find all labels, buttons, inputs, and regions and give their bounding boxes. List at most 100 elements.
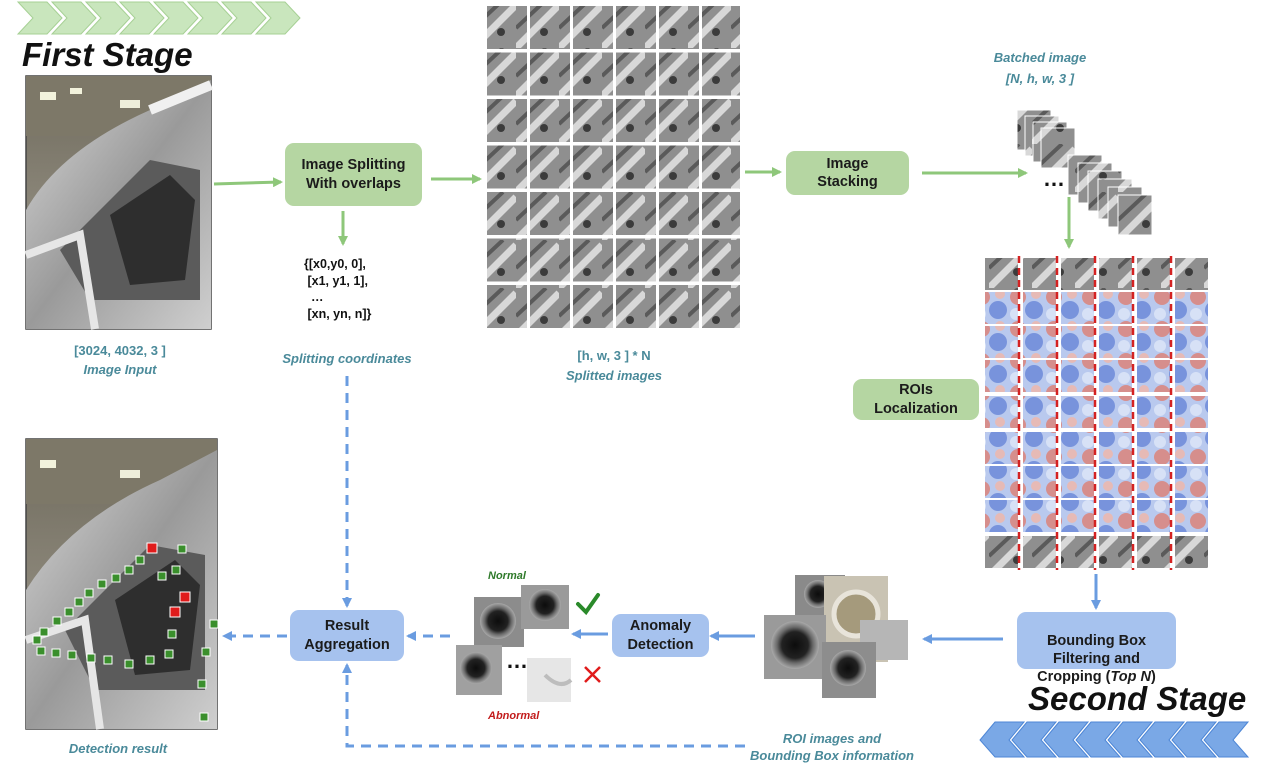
split-tile bbox=[616, 145, 656, 189]
roi-photo-tile bbox=[1099, 536, 1132, 568]
roi-photo-tile bbox=[1023, 258, 1056, 290]
split-tile bbox=[487, 99, 527, 142]
roi-heatmap-tile bbox=[1061, 326, 1094, 358]
split-tile bbox=[659, 192, 699, 235]
roi-photo-tile bbox=[1023, 536, 1056, 568]
roi-heatmap-tile bbox=[1023, 396, 1056, 428]
roi-heatmap-tile bbox=[1099, 326, 1132, 358]
roi-heatmap-tile bbox=[1175, 466, 1208, 498]
roi-heatmap-tile bbox=[1137, 360, 1170, 392]
bbox-topn-label: Top N bbox=[1110, 669, 1151, 686]
split-tile bbox=[530, 6, 570, 49]
bbox-label: Bounding Box Filtering and Cropping ( bbox=[1037, 633, 1147, 686]
detection-markers bbox=[32, 542, 219, 722]
split-tile bbox=[530, 285, 570, 328]
dashed-arrows bbox=[222, 376, 745, 748]
split-tile bbox=[659, 285, 699, 328]
batched-dims-label: [N, h, w, 3 ] bbox=[1005, 71, 1075, 86]
roi-heatmap-tile bbox=[1137, 500, 1170, 532]
roi-heatmap-tile bbox=[1099, 500, 1132, 532]
roi-heatmap-tile bbox=[1023, 360, 1056, 392]
input-name-label: Image Input bbox=[83, 362, 157, 377]
roi-heatmap-tile bbox=[1137, 466, 1170, 498]
result-aggregation-box: Result Aggregation bbox=[290, 610, 404, 661]
split-dims-label: [h, w, 3 ] * N bbox=[577, 348, 651, 363]
roi-photo-tile bbox=[1175, 536, 1208, 568]
input-dims-label: [3024, 4032, 3 ] bbox=[74, 343, 166, 358]
input-image bbox=[24, 75, 213, 330]
split-tile bbox=[702, 192, 740, 235]
roi-crops bbox=[764, 575, 908, 698]
split-tile bbox=[573, 6, 613, 49]
normal-label: Normal bbox=[488, 570, 526, 582]
split-tile bbox=[530, 145, 570, 189]
roi-heatmap-tile bbox=[1099, 466, 1132, 498]
roi-heatmap-tile bbox=[1023, 326, 1056, 358]
roi-heatmap-tile bbox=[985, 500, 1018, 532]
roi-photo-tile bbox=[985, 258, 1018, 290]
roi-heatmap-tile bbox=[1099, 396, 1132, 428]
roi-heatmap-tile bbox=[985, 326, 1018, 358]
split-tile bbox=[659, 6, 699, 49]
roi-heatmap-tile bbox=[1023, 466, 1056, 498]
split-tile bbox=[487, 6, 527, 49]
split-tile bbox=[530, 52, 570, 96]
anomaly-thumbnails bbox=[456, 585, 573, 702]
split-tile bbox=[487, 52, 527, 96]
image-splitting-box: Image Splitting With overlaps bbox=[285, 143, 422, 206]
roi-heatmap-tile bbox=[985, 396, 1018, 428]
batch-ellipsis: … bbox=[1043, 166, 1065, 191]
split-tile bbox=[573, 238, 613, 282]
roi-heatmap-tile bbox=[1175, 432, 1208, 464]
split-tile bbox=[659, 52, 699, 96]
roi-heatmap-tile bbox=[1099, 292, 1132, 324]
split-tile bbox=[659, 238, 699, 282]
roi-heatmap-tile bbox=[1099, 432, 1132, 464]
roi-heatmap-grid bbox=[985, 256, 1208, 570]
chevron-banner-bottom bbox=[979, 721, 1250, 758]
split-tile bbox=[702, 285, 740, 328]
split-tile bbox=[702, 145, 740, 189]
split-tile bbox=[702, 99, 740, 142]
split-tile bbox=[530, 238, 570, 282]
roi-heatmap-tile bbox=[1137, 432, 1170, 464]
split-tile bbox=[573, 52, 613, 96]
detection-result-image bbox=[24, 438, 218, 730]
bounding-box-filtering-box: Bounding Box Filtering and Cropping (Top… bbox=[1017, 612, 1176, 685]
roi-heatmap-tile bbox=[1061, 500, 1094, 532]
split-tile bbox=[573, 99, 613, 142]
split-tile bbox=[530, 99, 570, 142]
abnormal-label: Abnormal bbox=[488, 710, 540, 722]
split-tile bbox=[573, 285, 613, 328]
split-tile bbox=[530, 192, 570, 235]
roi-photo-tile bbox=[1061, 258, 1094, 290]
chevron-banner-top bbox=[16, 1, 301, 35]
roi-heatmap-tile bbox=[1023, 500, 1056, 532]
roi-heatmap-tile bbox=[1137, 326, 1170, 358]
split-tile bbox=[702, 52, 740, 96]
roi-heatmap-tile bbox=[1175, 360, 1208, 392]
split-tile bbox=[573, 192, 613, 235]
anomaly-detection-box: Anomaly Detection bbox=[612, 614, 709, 657]
anomaly-ellipsis: … bbox=[506, 648, 528, 673]
split-tile bbox=[616, 6, 656, 49]
split-tile bbox=[659, 99, 699, 142]
roi-heatmap-tile bbox=[1175, 326, 1208, 358]
roi-heatmap-tile bbox=[1175, 292, 1208, 324]
roi-heatmap-tile bbox=[985, 432, 1018, 464]
roi-heatmap-tile bbox=[985, 466, 1018, 498]
roi-heatmap-tile bbox=[1061, 432, 1094, 464]
split-tile bbox=[616, 238, 656, 282]
roi-photo-tile bbox=[1061, 536, 1094, 568]
split-tile bbox=[616, 99, 656, 142]
roi-heatmap-tile bbox=[1061, 360, 1094, 392]
roi-info-label: ROI images and Bounding Box information bbox=[750, 731, 914, 763]
cross-icon bbox=[584, 666, 601, 683]
split-tile bbox=[702, 6, 740, 49]
roi-heatmap-tile bbox=[1137, 292, 1170, 324]
roi-heatmap-tile bbox=[1137, 396, 1170, 428]
image-stacking-box: Image Stacking bbox=[786, 151, 909, 195]
batched-name-label: Batched image bbox=[993, 50, 1087, 65]
split-tile bbox=[702, 238, 740, 282]
roi-heatmap-tile bbox=[1099, 360, 1132, 392]
